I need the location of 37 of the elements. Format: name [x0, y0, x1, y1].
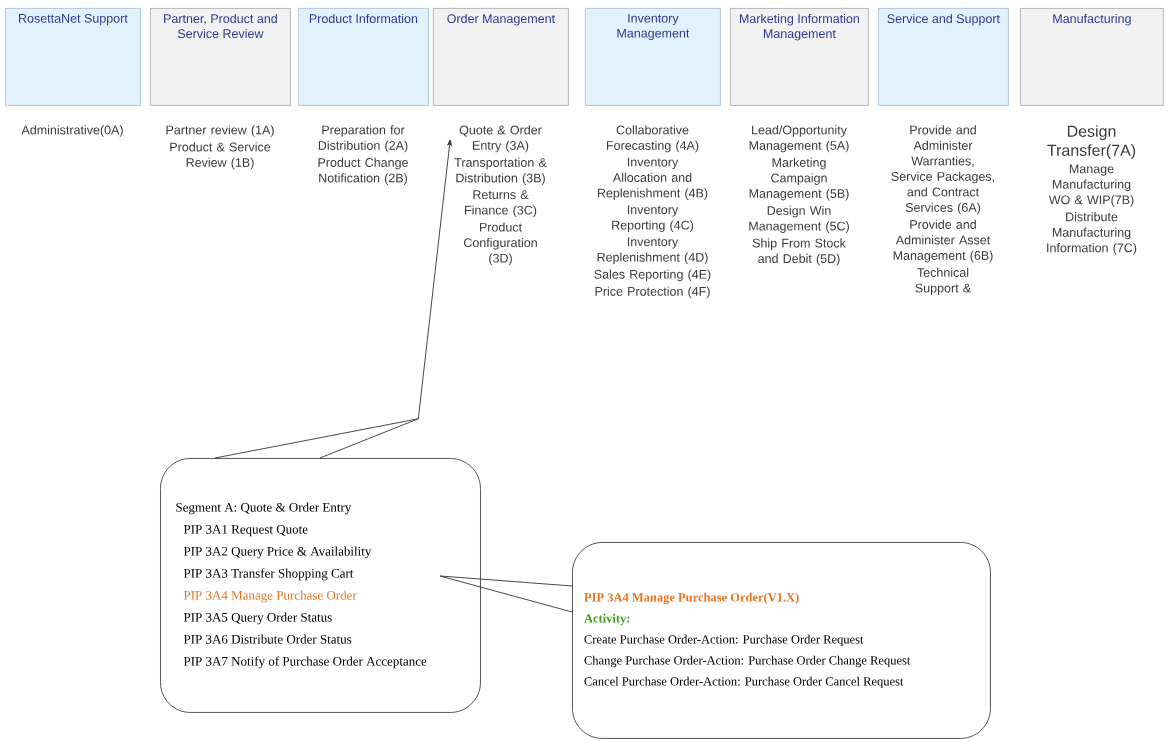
list-item-text: Product Configuration (3D)	[463, 222, 537, 266]
list-item-text: Transportation & Distribution (3B)	[454, 157, 547, 185]
list-item-text: Collaborative Forecasting (4A)	[607, 125, 699, 153]
callout-pointer	[214, 139, 452, 459]
list-item-text: Quote & Order Entry (3A)	[459, 125, 542, 153]
callout-bubble: Segment A: Quote & Order Entry PIP 3A1 Request Quote PIP 3A2 Query Price & Availability PIP 3A3 Transfer Shopping Cart PIP 3A4 Manage Purchase Order PIP 3A5 Query Order Status PIP 3A6 Distribute Order Status PIP 3A7 Notify of Purchase Order Acceptance	[160, 458, 481, 713]
list-item-text: Returns & Finance (3C)	[465, 190, 537, 218]
category-header: RosettaNet Support	[5, 8, 141, 106]
category-header: Order Management	[433, 8, 569, 106]
list-item-text: Manage Manufacturing WO & WIP(7B)	[1048, 164, 1134, 207]
list-item-text: Provide and Administer Warranties, Service Packages, and Contract Services (6A)	[891, 125, 994, 215]
category-header: Manufacturing	[1020, 8, 1164, 106]
list-item-text: Product & Service Review (1B)	[170, 142, 271, 170]
category-header: Service and Support	[878, 8, 1009, 106]
list-item-text: Marketing Campaign Management (5B)	[749, 157, 849, 201]
list-item-text: Inventory Replenishment (4D)	[597, 237, 708, 265]
list-item-text: Sales Reporting (4E)	[594, 269, 711, 282]
list-item-text: Partner review (1A)	[166, 125, 274, 137]
category-header: Product Information	[298, 8, 429, 106]
list-item-text: Lead/Opportunity Management (5A)	[749, 125, 849, 153]
category-header: Marketing Information Management	[730, 8, 869, 106]
callout-pointer	[439, 575, 573, 613]
list-item-text: Distribute Manufacturing Information (7C)	[1047, 212, 1137, 255]
list-item-text: Administrative(0A)	[21, 125, 123, 137]
list-item-text: Price Protection (4F)	[595, 286, 710, 299]
list-item-text: Inventory Allocation and Replenishment (4B)	[597, 157, 708, 200]
list-item-text: Technical Support &	[915, 267, 971, 295]
callout-bubble: PIP 3A4 Manage Purchase Order(V1.X) Activity: Create Purchase Order-Action: Purchase Order Request Change Purchase Order-Action: Purchase Order Change Request Cancel Purchase Order-Action: Purchase Order Cancel Request	[572, 542, 991, 739]
category-header: Partner, Product and Service Review	[150, 8, 291, 106]
list-item-text: Product Change Notification (2B)	[318, 157, 408, 185]
list-item-text: Provide and Administer Asset Management (6B)	[893, 219, 993, 263]
category-header: Inventory Management	[585, 8, 721, 106]
list-item-text: Design Transfer(7A)	[1047, 125, 1136, 160]
list-item-text: Preparation for Distribution (2A)	[318, 125, 408, 153]
list-item-text: Ship From Stock and Debit (5D)	[752, 238, 846, 266]
list-item-text: Design Win Management (5C)	[749, 205, 849, 233]
list-item-text: Inventory Reporting (4C)	[612, 205, 694, 233]
